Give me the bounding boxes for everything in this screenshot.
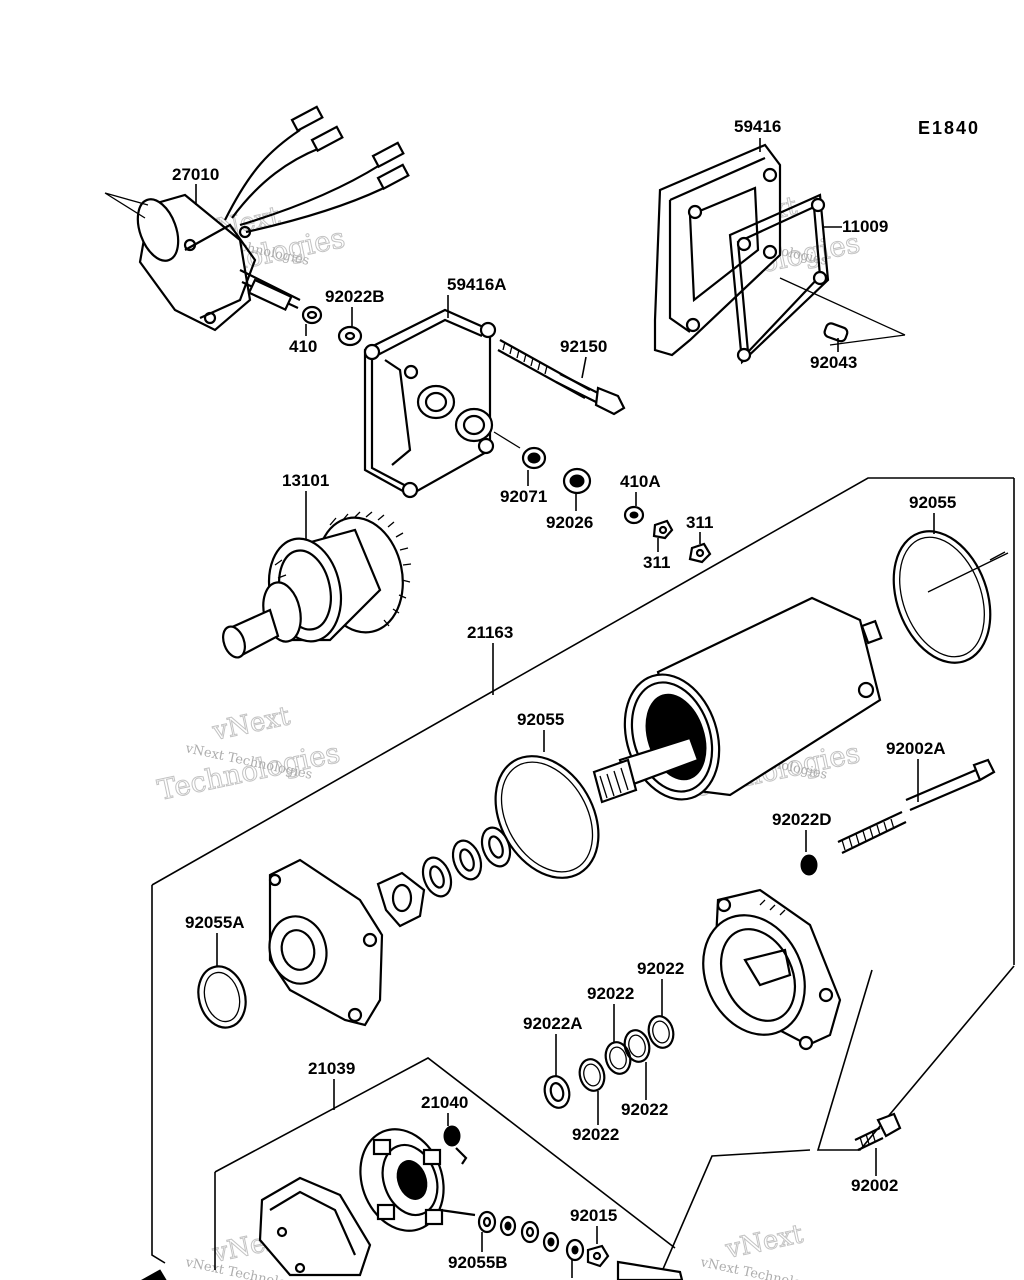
label-92002: 92002 [851,1176,898,1195]
label-92055B: 92055B [448,1253,508,1272]
label-92055-top: 92055 [909,493,956,512]
part-92055-oring-mid [494,755,600,879]
label-13101: 13101 [282,471,329,490]
part-92015-nut [586,1244,610,1268]
part-92055B-oring [477,1210,497,1234]
label-311-b: 311 [643,553,670,572]
watermark-text-9: Technologies [155,736,343,807]
part-59416-cover [653,143,782,357]
envelope-lines [151,477,1015,1277]
part-410-nut [301,305,323,325]
label-92043: 92043 [810,353,857,372]
part-92055A-oring [197,965,247,1029]
envelope-21039 [214,1057,676,1270]
diagram-code: E1840 [918,118,980,138]
part-59416A-cover [363,308,497,499]
part-21039-brush-holder [359,1128,476,1232]
label-27010: 27010 [172,165,219,184]
label-410A: 410A [620,472,661,491]
part-92022D-washer [800,854,818,876]
part-retainer [376,871,426,928]
part-21040-spring [443,1125,468,1165]
part-rear-cover [702,888,842,1051]
part-410A-nut [623,505,645,525]
watermark-mid-left: vNext vNext Technologies Technologies [154,701,343,808]
watermark-text-7: vNext [209,701,293,747]
label-92015: 92015 [570,1206,617,1225]
label-21039: 21039 [308,1059,355,1078]
part-92002-bolt [854,1112,902,1151]
part-11009-gasket [728,193,830,365]
part-92055-oring-top [892,530,992,664]
label-92022-a: 92022 [637,959,684,978]
watermark-text-15: vNext [722,1219,806,1265]
part-92022B-washer [337,325,363,347]
label-92022-c: 92022 [621,1100,668,1119]
label-11009: 11009 [842,217,888,236]
label-92022D: 92022D [772,810,832,829]
label-311-a: 311 [686,513,713,532]
label-92022B: 92022B [325,287,385,306]
label-59416A: 59416A [447,275,507,294]
label-92055-mid: 92055 [517,710,564,729]
part-brush-housing [258,1176,372,1277]
part-small-washers [499,1215,585,1262]
part-27010-solenoid [104,105,410,332]
part-311-nut-a [652,519,674,540]
label-21163: 21163 [467,623,513,642]
label-92022A: 92022A [523,1014,583,1033]
part-front-cover [268,858,384,1027]
part-92150-bolt [497,339,626,416]
label-21040: 21040 [421,1093,468,1112]
label-92150: 92150 [560,337,607,356]
label-92055A: 92055A [185,913,245,932]
part-shims [421,826,512,898]
part-92026-bush [562,467,592,495]
part-92022-washers [543,1015,675,1109]
part-92043-pin [823,322,849,343]
part-92071-bush [521,446,547,470]
label-92071: 92071 [500,487,547,506]
label-92022-b: 92022 [587,984,634,1003]
label-92022-d: 92022 [572,1125,619,1144]
label-410: 410 [289,337,317,356]
watermark-bottom-right: vNext vNext Technologies [698,1219,828,1280]
part-21163-motor-yoke [592,596,883,804]
label-92002A: 92002A [886,739,946,758]
part-311-nut-b [688,542,712,564]
part-92002A-bolt [837,758,996,854]
watermark-text-16: vNext Technologies [698,1255,828,1280]
label-59416: 59416 [734,117,781,136]
label-92026: 92026 [546,513,593,532]
part-13101-starter-drive [222,511,412,659]
